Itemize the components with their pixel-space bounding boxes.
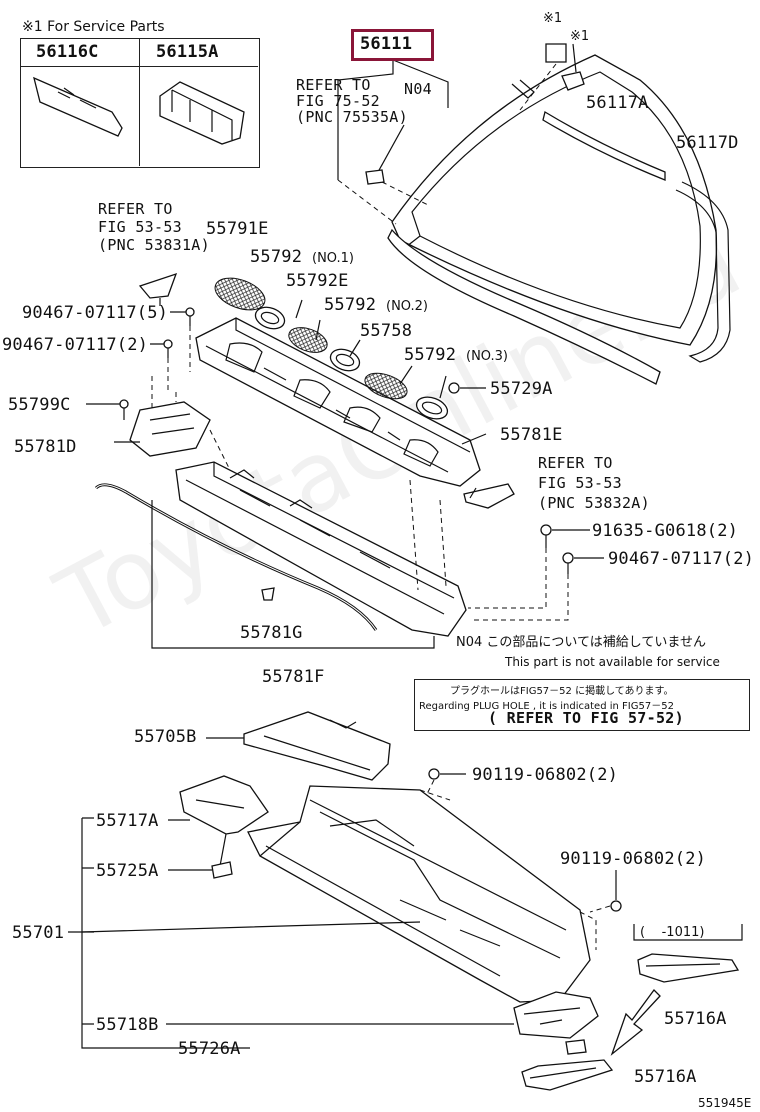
clip-part-2-drawing [561, 71, 585, 91]
part-55716a-b-label[interactable]: 55716A [634, 1067, 697, 1087]
part-55781g-label[interactable]: 55781G [240, 623, 303, 643]
figure-code: 551945E [698, 1096, 752, 1110]
ref-fig-53-53-a-line1[interactable]: REFER TO [98, 200, 173, 218]
ref-fig-53-53-a-line3[interactable]: (PNC 53831A) [98, 236, 210, 254]
part-55799c-label[interactable]: 55799C [8, 395, 71, 415]
part-55781f-label[interactable]: 55781F [262, 667, 325, 687]
note-n04-jp: N04 この部品については補給していません [456, 635, 706, 650]
service-parts-divider [139, 38, 140, 166]
part-55716a-a-label[interactable]: 55716A [664, 1009, 727, 1029]
note-plug-ref[interactable]: ( REFER TO FIG 57-52) [488, 709, 684, 727]
date-range-label: ( -1011) [640, 925, 705, 940]
cowl-louver-drawing [195, 317, 481, 487]
part-55792e-label[interactable]: 55792E [286, 271, 349, 291]
part-55717a-label[interactable]: 55717A [96, 811, 159, 831]
service-part-56116c-drawing [33, 76, 123, 137]
part-55781d-label[interactable]: 55781D [14, 437, 77, 457]
ref-fig-75-52-line1[interactable]: REFER TO [296, 76, 371, 94]
ref-fig-75-52-line3[interactable]: (PNC 75535A) [296, 108, 408, 126]
part-90467-07117-2b-label[interactable]: 90467-07117(2) [608, 549, 755, 569]
service-part-56116c-label[interactable]: 56116C [36, 42, 99, 62]
part-55701-label[interactable]: 55701 [12, 923, 65, 943]
part-90119-06802-b-label[interactable]: 90119-06802(2) [560, 849, 707, 869]
highlight-box [351, 29, 434, 61]
note-n04-en: This part is not available for service [505, 655, 720, 669]
plug-hole-note-box [414, 679, 750, 731]
ref-fig-53-53-b-line1[interactable]: REFER TO [538, 454, 613, 472]
part-55792-no3-suffix: (NO.3) [466, 349, 508, 364]
part-55792-no1-suffix: (NO.1) [312, 251, 354, 266]
part-55718b-label[interactable]: 55718B [96, 1015, 159, 1035]
part-55792-no1-label[interactable]: 55792 [250, 247, 303, 267]
part-55729a-label[interactable]: 55729A [490, 379, 553, 399]
n04-marker: N04 [404, 80, 432, 98]
clip-part-drawing [545, 43, 567, 63]
part-55758-label[interactable]: 55758 [360, 321, 413, 341]
part-91635-g0618-label[interactable]: 91635-G0618(2) [592, 521, 739, 541]
cowl-top-panel-drawing [175, 461, 467, 637]
bracket-55781d-drawing [129, 401, 211, 457]
part-55792-no2-label[interactable]: 55792 [324, 295, 377, 315]
star-marker-1: ※1 [543, 11, 563, 26]
windshield-glass-drawing [387, 54, 731, 385]
part-55791e-label[interactable]: 55791E [206, 219, 269, 239]
service-parts-title: ※1 For Service Parts [22, 19, 165, 35]
note-plug-jp: プラグホールはFIG57－52 に掲載してあります。 [450, 686, 674, 697]
ref-fig-53-53-b-line3[interactable]: (PNC 53832A) [538, 494, 650, 512]
service-parts-header-line [20, 66, 258, 67]
service-part-56115a-label[interactable]: 56115A [156, 42, 219, 62]
part-90467-07117-5-label[interactable]: 90467-07117(5) [22, 303, 169, 323]
service-parts-box [20, 38, 260, 168]
star-marker-2: ※1 [570, 29, 590, 44]
part-56117d-label[interactable]: 56117D [676, 133, 739, 153]
part-55792-no3-label[interactable]: 55792 [404, 345, 457, 365]
ref-fig-75-52-line2[interactable]: FIG 75-52 [296, 92, 380, 110]
part-55705b-label[interactable]: 55705B [134, 727, 197, 747]
note-plug-en: Regarding PLUG HOLE , it is indicated in… [419, 701, 674, 712]
cowl-panel-55701-drawing [247, 785, 591, 1003]
part-56111-label[interactable]: 56111 [360, 34, 413, 54]
part-56117a-label[interactable]: 56117A [586, 93, 649, 113]
ref-fig-53-53-a-line2[interactable]: FIG 53-53 [98, 218, 182, 236]
part-90467-07117-2-label[interactable]: 90467-07117(2) [2, 335, 149, 355]
part-90119-06802-a-label[interactable]: 90119-06802(2) [472, 765, 619, 785]
part-55705b-drawing [243, 711, 391, 781]
part-55792-no2-suffix: (NO.2) [386, 299, 428, 314]
service-part-56115a-drawing [159, 81, 245, 145]
part-55781e-label[interactable]: 55781E [500, 425, 563, 445]
part-55726a-label[interactable]: 55726A [178, 1039, 241, 1059]
screen-55791e-drawing [214, 277, 266, 311]
ref-fig-53-53-b-line2[interactable]: FIG 53-53 [538, 474, 622, 492]
part-55725a-label[interactable]: 55725A [96, 861, 159, 881]
